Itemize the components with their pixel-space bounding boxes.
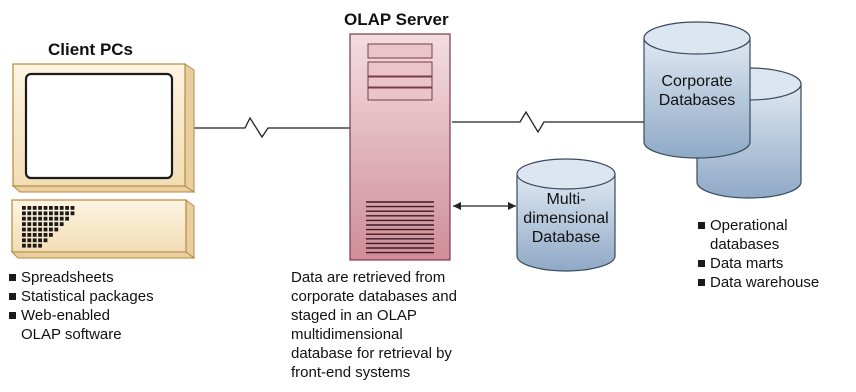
key-square — [38, 243, 42, 248]
list-item: Operational — [698, 216, 788, 235]
label-line: Databases — [658, 92, 736, 109]
caption-line: front-end systems — [291, 364, 411, 381]
arrowhead-left — [453, 202, 461, 210]
key-square — [65, 206, 69, 210]
list-item: Statistical packages — [9, 287, 154, 306]
label-line: Database — [531, 229, 601, 246]
key-square — [43, 211, 48, 216]
key-square — [32, 238, 37, 243]
key-square — [32, 211, 37, 216]
olap-server-icon — [349, 33, 451, 261]
list-item-continuation: databases — [710, 236, 780, 253]
client-server-link — [185, 116, 350, 139]
list-item: Web-enabled — [9, 306, 154, 325]
key-square — [49, 227, 53, 232]
key-square — [22, 216, 26, 221]
key-square — [22, 211, 26, 216]
key-square — [32, 216, 37, 221]
key-square — [32, 222, 37, 226]
key-square — [22, 227, 26, 232]
key-square — [27, 227, 32, 232]
client-tools-list: Spreadsheets Statistical packages Web-en… — [9, 268, 154, 325]
key-square — [38, 222, 42, 226]
key-square — [49, 206, 53, 210]
server-corporate-link — [452, 110, 646, 134]
corporate-sources-list-2: Data marts Data warehouse — [698, 254, 819, 292]
key-square — [22, 222, 26, 226]
corporate-databases-label: Corporate Databases — [644, 72, 750, 110]
key-square — [22, 238, 26, 243]
key-square — [65, 216, 69, 221]
key-square — [59, 222, 64, 226]
key-square — [27, 222, 32, 226]
caption-line: multidimensional — [291, 326, 403, 343]
key-square — [54, 206, 59, 210]
key-square — [38, 227, 42, 232]
key-square — [43, 216, 48, 221]
list-item: Spreadsheets — [9, 268, 154, 287]
key-square — [27, 238, 32, 243]
list-item: Data warehouse — [698, 273, 819, 292]
key-square — [27, 216, 32, 221]
key-square — [32, 243, 37, 248]
corporate-databases-icon — [643, 21, 802, 199]
list-item-continuation: OLAP software — [21, 326, 122, 343]
key-square — [49, 233, 53, 237]
key-square — [32, 233, 37, 237]
multidimensional-database-label: Multi- dimensional Database — [517, 190, 615, 247]
arrowhead-right — [508, 202, 516, 210]
corporate-sources-list: Operational — [698, 216, 788, 235]
key-square — [27, 233, 32, 237]
key-square — [43, 206, 48, 210]
label-line: Corporate — [661, 73, 733, 90]
key-square — [49, 216, 53, 221]
key-square — [54, 227, 59, 232]
key-square — [38, 206, 42, 210]
key-square — [49, 222, 53, 226]
server-caption: Data are retrieved from corporate databa… — [291, 268, 457, 382]
key-square — [22, 243, 26, 248]
key-square — [70, 206, 75, 210]
caption-line: corporate databases and — [291, 288, 457, 305]
key-square — [43, 222, 48, 226]
key-square — [38, 211, 42, 216]
key-square — [38, 238, 42, 243]
key-square — [54, 222, 59, 226]
key-square — [65, 211, 69, 216]
key-square — [59, 216, 64, 221]
client-pc-icon — [10, 63, 196, 259]
key-square — [59, 211, 64, 216]
key-square — [27, 243, 32, 248]
key-square — [59, 206, 64, 210]
key-square — [43, 227, 48, 232]
key-square — [54, 216, 59, 221]
olap-server-title: OLAP Server — [344, 10, 449, 29]
list-item: Data marts — [698, 254, 819, 273]
multidimensional-database-icon — [516, 158, 616, 272]
key-square — [43, 233, 48, 237]
client-pcs-title: Client PCs — [48, 40, 134, 59]
key-square — [38, 216, 42, 221]
key-square — [32, 227, 37, 232]
label-line: dimensional — [523, 210, 609, 227]
key-square — [38, 233, 42, 237]
caption-line: staged in an OLAP — [291, 307, 417, 324]
key-square — [22, 206, 26, 210]
key-square — [43, 238, 48, 243]
key-square — [32, 206, 37, 210]
key-square — [27, 211, 32, 216]
caption-line: Data are retrieved from — [291, 269, 446, 286]
key-square — [49, 211, 53, 216]
key-square — [54, 211, 59, 216]
label-line: Multi- — [546, 191, 586, 208]
key-square — [22, 233, 26, 237]
key-square — [70, 211, 75, 216]
key-square — [27, 206, 32, 210]
caption-line: database for retrieval by — [291, 345, 452, 362]
